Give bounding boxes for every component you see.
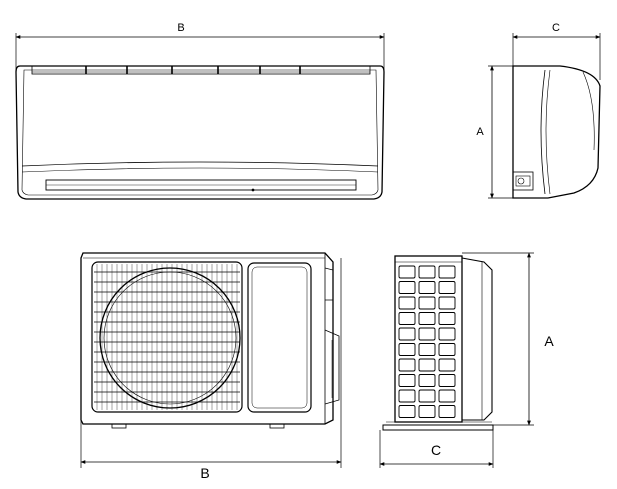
outdoor-unit-side-view (379, 252, 534, 468)
outdoor-width-label: B (200, 465, 209, 481)
indoor-width-label: B (177, 22, 184, 34)
indoor-depth-label: C (552, 22, 560, 34)
outdoor-unit-front-view (80, 252, 342, 468)
outdoor-height-label: A (544, 333, 554, 349)
outdoor-depth-label: C (431, 442, 441, 458)
indoor-height-label: A (476, 126, 484, 138)
fan-grille-mesh (94, 264, 240, 410)
indoor-unit-front-view (15, 33, 385, 200)
indoor-unit-side-view (488, 33, 601, 199)
side-grille-slots (398, 265, 456, 418)
